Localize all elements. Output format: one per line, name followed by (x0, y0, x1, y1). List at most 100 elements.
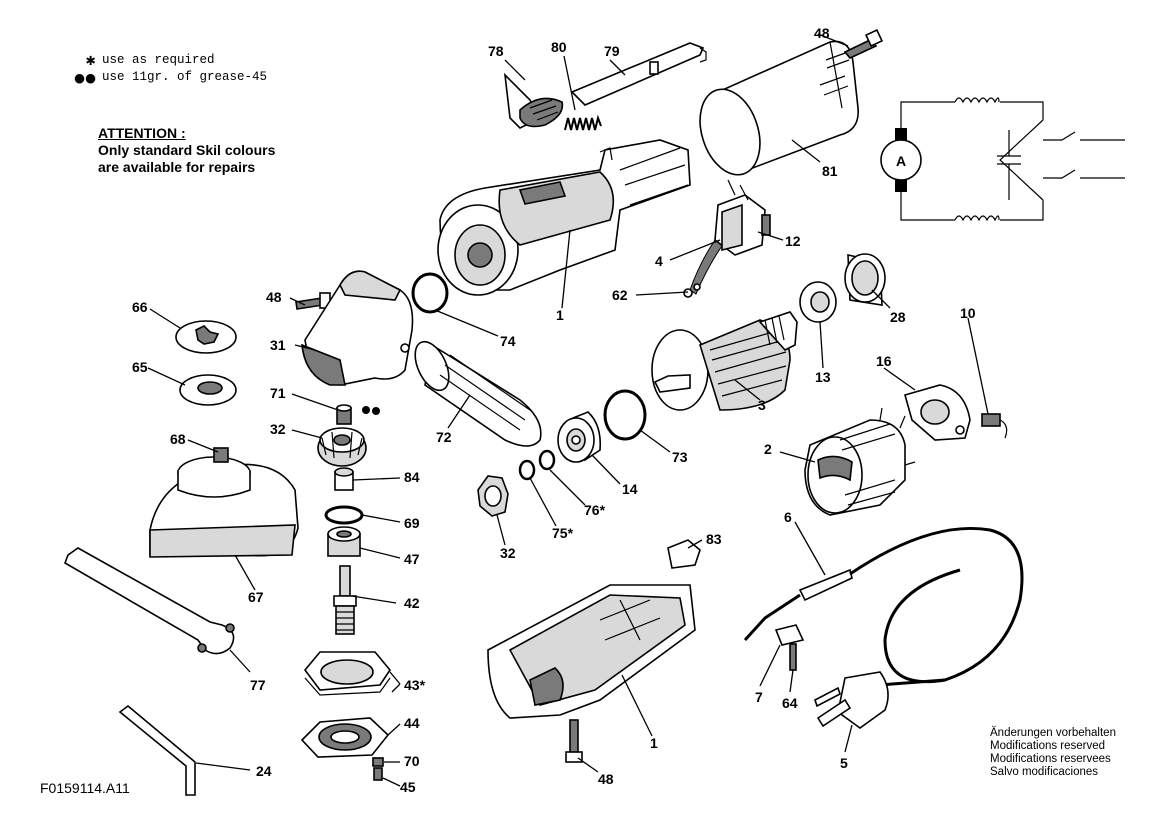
label-12: 12 (785, 233, 801, 249)
label-73: 73 (672, 449, 688, 465)
label-48-top: 48 (814, 25, 830, 41)
legend-text: use as required (102, 53, 215, 67)
label-13: 13 (815, 369, 831, 385)
label-44: 44 (404, 715, 420, 731)
part-73-ring (603, 389, 647, 441)
label-62: 62 (612, 287, 628, 303)
legend-row-grease: ●● use 11gr. of grease-45 (68, 69, 267, 86)
part-44-flange (300, 717, 390, 758)
part-3-armature (651, 311, 798, 411)
label-31: 31 (270, 337, 286, 353)
label-81: 81 (822, 163, 838, 179)
label-74: 74 (500, 333, 516, 349)
part-48-screw-bottom (565, 719, 583, 763)
label-84: 84 (404, 469, 420, 485)
part-32-bevel-gear-small (477, 475, 509, 517)
part-75-washer (518, 459, 536, 481)
grease-dots-icon: ●● (74, 70, 96, 85)
label-70: 70 (404, 753, 420, 769)
label-7: 7 (755, 689, 763, 705)
part-1-housing-upper (437, 139, 691, 296)
part-14-bearing (557, 411, 602, 463)
legend: ✱ use as required ●● use 11gr. of grease… (68, 52, 267, 86)
part-67-wheel-guard (149, 447, 299, 558)
label-16: 16 (876, 353, 892, 369)
part-2-field-stator (804, 407, 916, 516)
label-48-left: 48 (266, 289, 282, 305)
label-5: 5 (840, 755, 848, 771)
label-1-lower: 1 (650, 735, 658, 751)
label-71: 71 (270, 385, 286, 401)
notice-line: Salvo modificaciones (990, 766, 1099, 778)
label-75: 75* (552, 525, 574, 541)
label-72: 72 (436, 429, 452, 445)
label-64: 64 (782, 695, 798, 711)
part-69-circlip (324, 505, 364, 525)
part-43-bearing-plate (303, 651, 391, 696)
legend-row-as-required: ✱ use as required (68, 52, 267, 69)
modifications-notice: Änderungen vorbehalten Modifications res… (990, 727, 1116, 779)
asterisk-icon: ✱ (85, 53, 96, 68)
label-77: 77 (250, 677, 266, 693)
label-67: 67 (248, 589, 264, 605)
part-48-screw-top (843, 28, 884, 59)
part-45-screw (373, 767, 383, 781)
label-2: 2 (764, 441, 772, 457)
label-43: 43* (404, 677, 426, 693)
part-12-switch (714, 179, 771, 256)
notice-line: Modifications reservees (990, 753, 1111, 765)
part-62-wires (683, 239, 723, 298)
label-32-left: 32 (270, 421, 286, 437)
part-64-screw (789, 643, 797, 671)
label-42: 42 (404, 595, 420, 611)
part-42-spindle (333, 565, 357, 635)
label-24: 24 (256, 763, 272, 779)
notice-line: Modifications reserved (990, 740, 1106, 752)
part-6-cable (743, 526, 1024, 687)
label-6: 6 (784, 509, 792, 525)
label-65: 65 (132, 359, 148, 375)
part-28-bearing-sleeve (844, 253, 886, 306)
part-13-bearing (799, 281, 837, 323)
wiring-schematic: A (880, 97, 1125, 222)
part-71-sleeve (336, 404, 352, 425)
label-28: 28 (890, 309, 906, 325)
part-80-spring (564, 114, 602, 131)
part-48-screw-left (295, 292, 331, 310)
label-66: 66 (132, 299, 148, 315)
leader-lines (147, 33, 989, 787)
attention-line: Only standard Skil colours (98, 142, 276, 158)
label-80: 80 (551, 39, 567, 55)
part-5-mains-plug (814, 671, 889, 729)
part-76-washer (538, 449, 556, 471)
part-66-flange-nut (175, 320, 237, 354)
part-1-housing-lower (487, 584, 696, 719)
part-84-sleeve (334, 467, 354, 491)
label-68: 68 (170, 431, 186, 447)
part-32-bevel-gear (317, 427, 367, 467)
label-4: 4 (655, 253, 663, 269)
part-10-carbon-brush (981, 413, 1008, 439)
part-7-cable-clamp (774, 624, 805, 646)
attention-note: ATTENTION : Only standard Skil colours a… (98, 125, 275, 176)
drawing-code: F0159114.A11 (40, 780, 130, 796)
part-65-flange (179, 374, 237, 406)
part-79-switch-rod (570, 42, 707, 106)
label-14: 14 (622, 481, 638, 497)
legend-text: use 11gr. of grease-45 (102, 70, 268, 84)
notice-line: Änderungen vorbehalten (990, 727, 1116, 739)
label-48-bottom: 48 (598, 771, 614, 787)
label-76: 76* (584, 502, 606, 518)
part-72-side-handle (414, 340, 542, 447)
label-79: 79 (604, 43, 620, 59)
part-70-screw (372, 757, 384, 767)
label-83: 83 (706, 531, 722, 547)
attention-heading: ATTENTION : (98, 125, 186, 141)
part-24-hex-key (118, 704, 196, 796)
label-78: 78 (488, 43, 504, 59)
part-78-switch-button (503, 72, 564, 129)
part-77-pin-spanner (64, 547, 235, 655)
part-31-gear-head (301, 270, 414, 415)
part-number-labels: 78 80 79 48 81 12 4 62 1 74 28 13 3 10 1… (132, 25, 976, 795)
